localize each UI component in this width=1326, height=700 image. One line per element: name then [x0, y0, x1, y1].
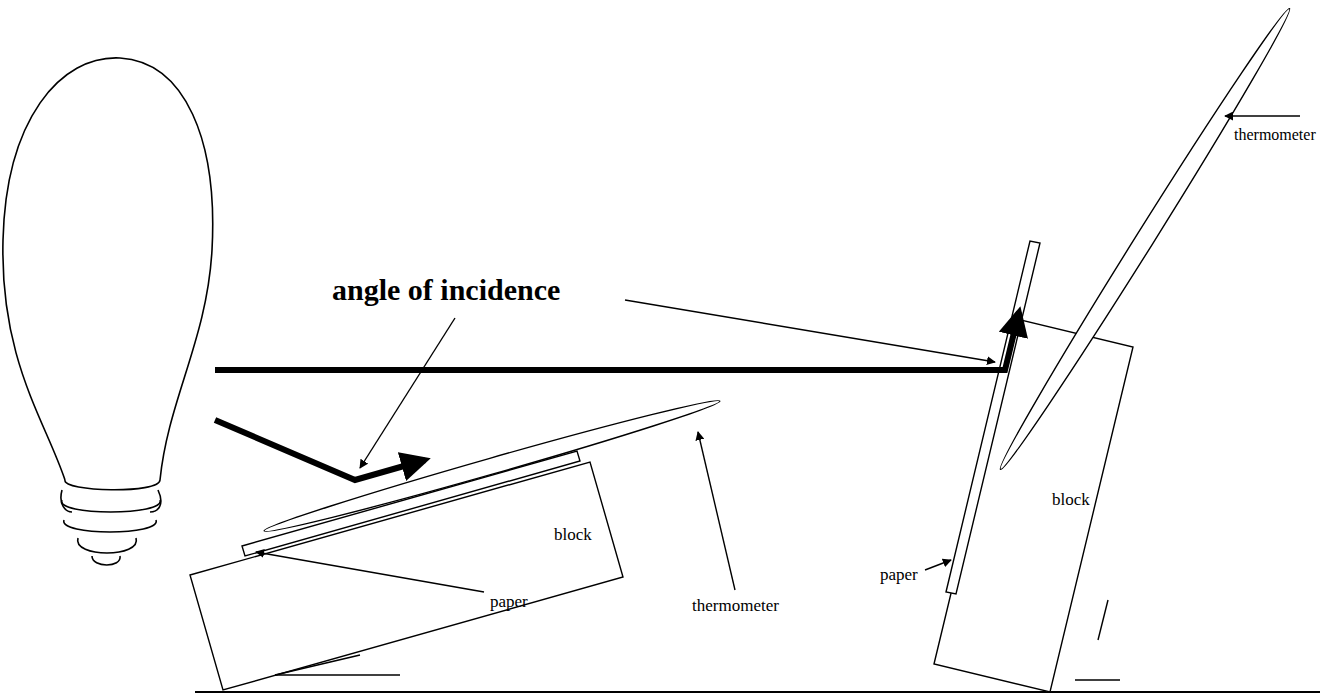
right-thermometer [993, 4, 1297, 474]
part-label: block [552, 525, 594, 545]
light-bulb [3, 58, 213, 565]
light-ray [215, 420, 425, 480]
heading-label: angle of incidence [330, 273, 562, 308]
leader-arrow [1225, 115, 1300, 116]
leader-arrow [698, 432, 735, 590]
leader-arrow [256, 552, 484, 592]
ground-line [195, 691, 1320, 693]
part-label: paper [488, 592, 530, 612]
part-label: thermometer [690, 596, 781, 616]
leader-arrow [625, 300, 995, 362]
leader-arrow [360, 318, 455, 468]
light-ray [215, 312, 1019, 370]
part-label: block [1050, 490, 1092, 510]
left-thermometer [262, 393, 722, 538]
right-block [934, 319, 1133, 692]
leader-arrow [925, 560, 951, 570]
label: thermometer [1232, 126, 1318, 144]
part-label: paper [878, 565, 920, 585]
